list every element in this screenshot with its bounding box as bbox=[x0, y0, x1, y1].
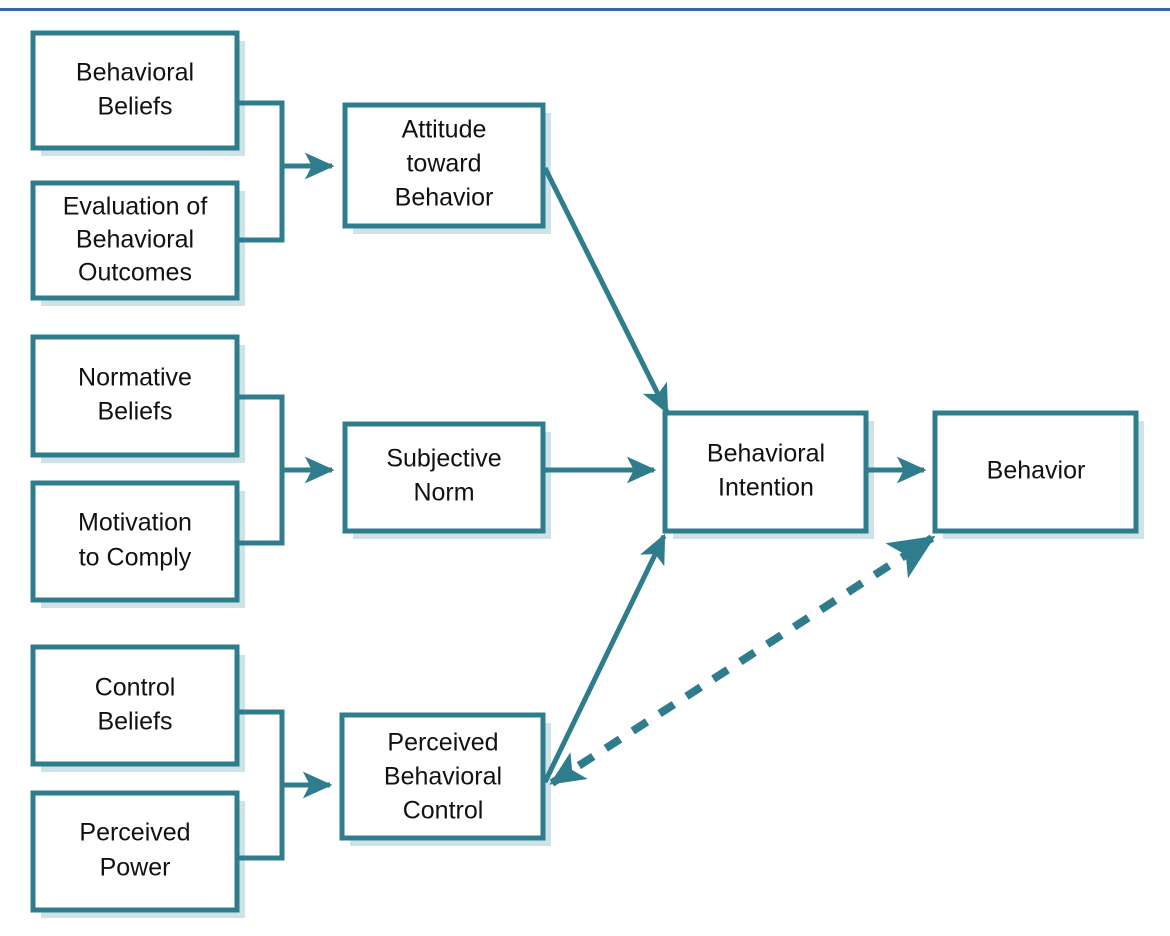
behavior-line-1: Behavior bbox=[987, 457, 1086, 485]
attitude-line-3: Behavior bbox=[395, 184, 494, 212]
behavioral-intention-line-2: Intention bbox=[718, 474, 814, 502]
node-behavior-box bbox=[932, 410, 1139, 534]
motivation-line-2: to Comply bbox=[79, 544, 192, 572]
attitude-line-1: Attitude bbox=[402, 116, 487, 144]
node-evaluation-outcomes: Evaluation of Behavioral Outcomes bbox=[63, 193, 208, 287]
pbc-line-2: Behavioral bbox=[384, 763, 502, 791]
node-behavioral-beliefs: Behavioral Beliefs bbox=[76, 59, 194, 121]
edge-pbc-to-behavior-dashed bbox=[549, 534, 936, 787]
node-perceived-behavioral-control: Perceived Behavioral Control bbox=[384, 729, 502, 825]
node-motivation-to-comply: Motivation to Comply bbox=[78, 509, 192, 572]
control-beliefs-line-2: Beliefs bbox=[97, 708, 172, 736]
top-rule bbox=[0, 8, 1170, 11]
perceived-power-line-1: Perceived bbox=[79, 819, 190, 847]
node-boxes bbox=[30, 30, 1139, 913]
node-normative-beliefs-box bbox=[30, 334, 240, 458]
behavioral-intention-line-1: Behavioral bbox=[707, 440, 825, 468]
evaluation-outcomes-line-3: Outcomes bbox=[78, 259, 192, 287]
subjective-norm-line-2: Norm bbox=[413, 479, 474, 507]
node-normative-beliefs: Normative Beliefs bbox=[78, 364, 192, 426]
behavioral-beliefs-line-1: Behavioral bbox=[76, 59, 194, 87]
node-perceived-behavioral-control-box bbox=[339, 712, 546, 841]
node-attitude-toward-behavior-box bbox=[342, 102, 546, 229]
node-control-beliefs: Control Beliefs bbox=[95, 674, 176, 736]
node-behavioral-intention-box bbox=[662, 410, 869, 534]
pbc-line-3: Control bbox=[403, 797, 484, 825]
perceived-power-line-2: Power bbox=[100, 854, 171, 882]
edge-attitude-to-intention bbox=[542, 166, 670, 415]
node-perceived-power-box bbox=[30, 790, 240, 913]
pbc-line-1: Perceived bbox=[387, 729, 498, 757]
evaluation-outcomes-line-2: Behavioral bbox=[76, 226, 194, 254]
attitude-line-2: toward bbox=[406, 150, 481, 178]
subjective-norm-line-1: Subjective bbox=[386, 445, 501, 473]
node-control-beliefs-box bbox=[30, 644, 240, 767]
behavioral-beliefs-line-2: Beliefs bbox=[97, 93, 172, 121]
node-perceived-power: Perceived Power bbox=[79, 819, 190, 882]
motivation-line-1: Motivation bbox=[78, 509, 192, 537]
edge-beliefs-bracket bbox=[237, 100, 285, 243]
control-beliefs-line-1: Control bbox=[95, 674, 176, 702]
node-behavior: Behavior bbox=[987, 457, 1086, 485]
node-evaluation-outcomes-box bbox=[30, 180, 240, 301]
normative-beliefs-line-1: Normative bbox=[78, 364, 192, 392]
evaluation-outcomes-line-1: Evaluation of bbox=[63, 193, 208, 221]
node-subjective-norm-box bbox=[342, 421, 546, 534]
node-behavioral-intention: Behavioral Intention bbox=[707, 440, 825, 502]
normative-beliefs-line-2: Beliefs bbox=[97, 398, 172, 426]
node-attitude-toward-behavior: Attitude toward Behavior bbox=[395, 116, 494, 212]
node-behavioral-beliefs-box bbox=[30, 30, 240, 151]
node-subjective-norm: Subjective Norm bbox=[386, 445, 501, 507]
node-motivation-to-comply-box bbox=[30, 480, 240, 603]
